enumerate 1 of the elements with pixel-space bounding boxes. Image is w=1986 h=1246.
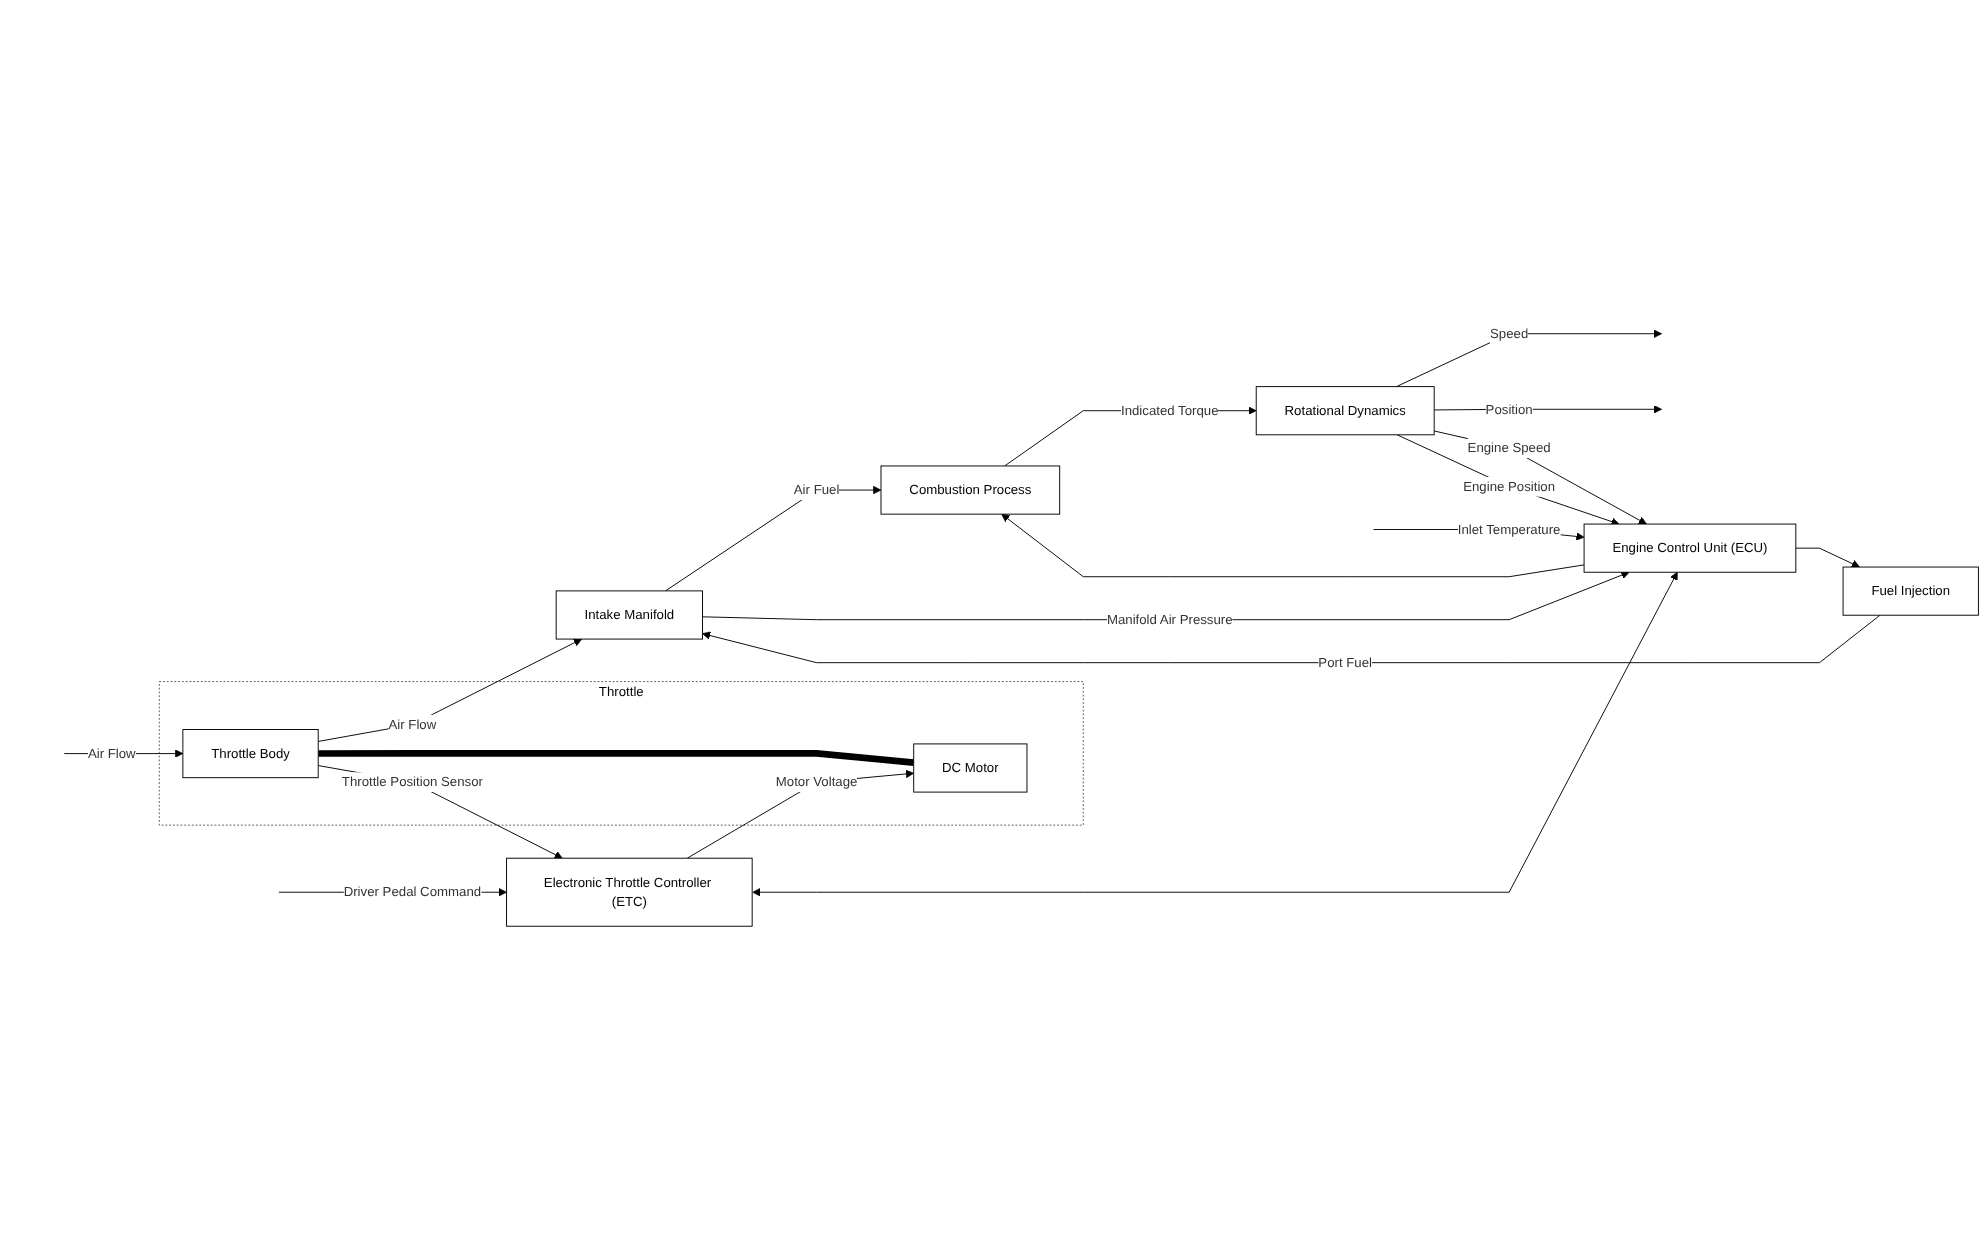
connector bbox=[318, 750, 915, 766]
